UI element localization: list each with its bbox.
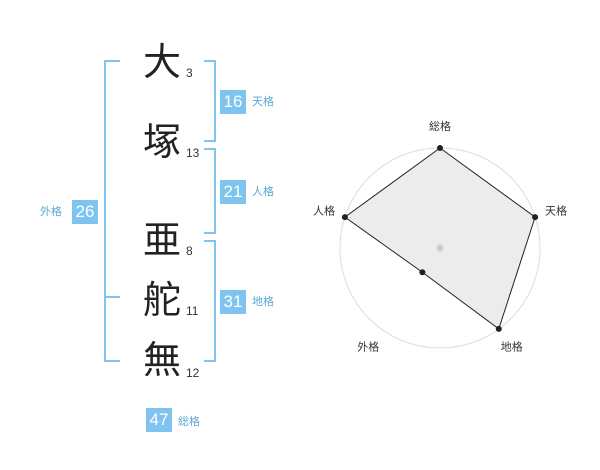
radar-axis-label-3: 外格: [357, 340, 379, 354]
chikaku-label: 地格: [252, 295, 274, 308]
gaikaku-value: 26: [72, 200, 98, 224]
tenkaku-value: 16: [220, 90, 246, 114]
gaikaku-bracket-tick: [104, 296, 120, 298]
soukaku-value: 47: [146, 408, 172, 432]
radar-axis-label-0: 総格: [429, 119, 451, 133]
radar-point-0: [437, 145, 443, 151]
radar-axis-label-2: 地格: [501, 340, 523, 354]
stroke-count-5: 12: [186, 366, 200, 380]
stroke-count-3: 8: [186, 244, 193, 258]
chikaku-value: 31: [220, 290, 246, 314]
radar-axis-label-1: 天格: [545, 203, 567, 217]
name-char-5: 無: [142, 338, 181, 382]
jinkaku-label: 人格: [252, 185, 274, 198]
tenkaku-label: 天格: [252, 95, 274, 108]
radar-point-2: [495, 325, 502, 332]
radar-point-4: [341, 214, 348, 221]
jinkaku-value: 21: [220, 180, 246, 204]
stroke-count-1: 3: [186, 66, 193, 80]
radar-axis-label-4: 人格: [313, 203, 335, 217]
stroke-count-4: 11: [186, 304, 199, 318]
name-char-3: 亜: [142, 218, 181, 262]
name-char-4: 舵: [142, 278, 181, 322]
gaikaku-label: 外格: [40, 205, 62, 218]
soukaku-label: 総格: [178, 415, 200, 428]
radar-point-1: [532, 214, 539, 221]
gaikaku-bracket: [104, 60, 120, 362]
radar-center: [436, 244, 444, 252]
name-char-2: 塚: [142, 120, 181, 164]
tenkaku-bracket: [204, 60, 216, 142]
stroke-count-2: 13: [186, 146, 200, 160]
radar-area: [344, 147, 536, 330]
radar-point-3: [419, 269, 426, 276]
chikaku-bracket: [204, 240, 216, 362]
name-char-1: 大: [142, 40, 181, 84]
jinkaku-bracket: [204, 148, 216, 234]
